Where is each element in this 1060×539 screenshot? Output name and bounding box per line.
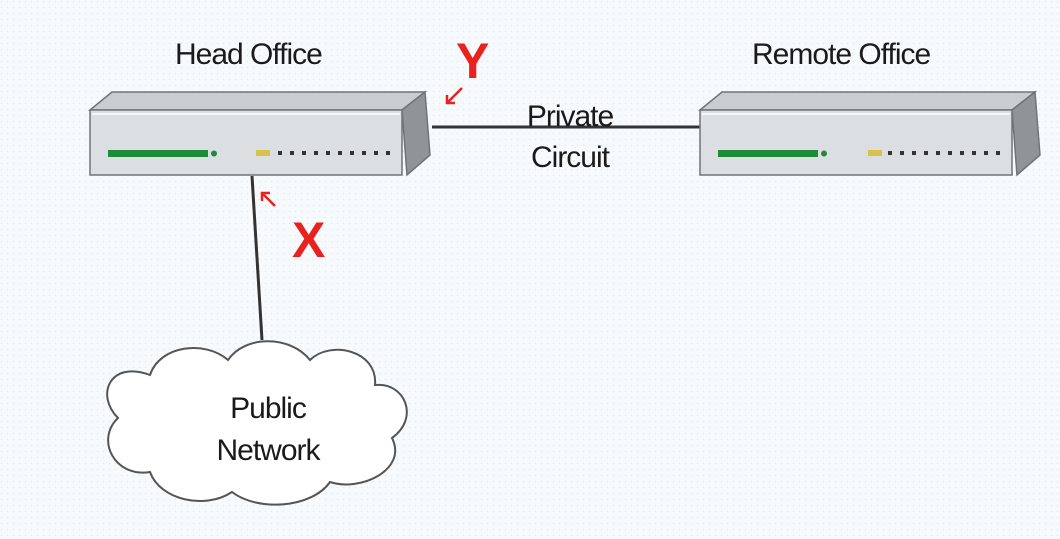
remote-office-router-icon	[697, 90, 1041, 177]
led-bar	[718, 150, 818, 157]
private-circuit-label: Private Circuit	[505, 96, 635, 178]
public-network-line1: Public	[230, 392, 307, 425]
status-led	[256, 150, 270, 156]
private-circuit-line1: Private	[526, 100, 614, 133]
public-network-label: Public Network	[193, 388, 343, 472]
public-network-link	[250, 175, 264, 341]
y-marker: Y	[456, 33, 490, 89]
head-office-label: Head Office	[175, 38, 323, 71]
private-circuit-line2: Circuit	[530, 141, 610, 174]
x-marker: X	[292, 212, 326, 268]
led-bar	[108, 150, 208, 157]
remote-office-label: Remote Office	[752, 38, 931, 71]
public-network-line2: Network	[216, 434, 320, 467]
x-arrow-icon	[260, 191, 276, 207]
head-office-router-icon	[87, 90, 431, 177]
public-network-cloud-icon	[106, 340, 408, 506]
status-led	[868, 150, 882, 156]
y-arrow-icon	[445, 87, 463, 105]
